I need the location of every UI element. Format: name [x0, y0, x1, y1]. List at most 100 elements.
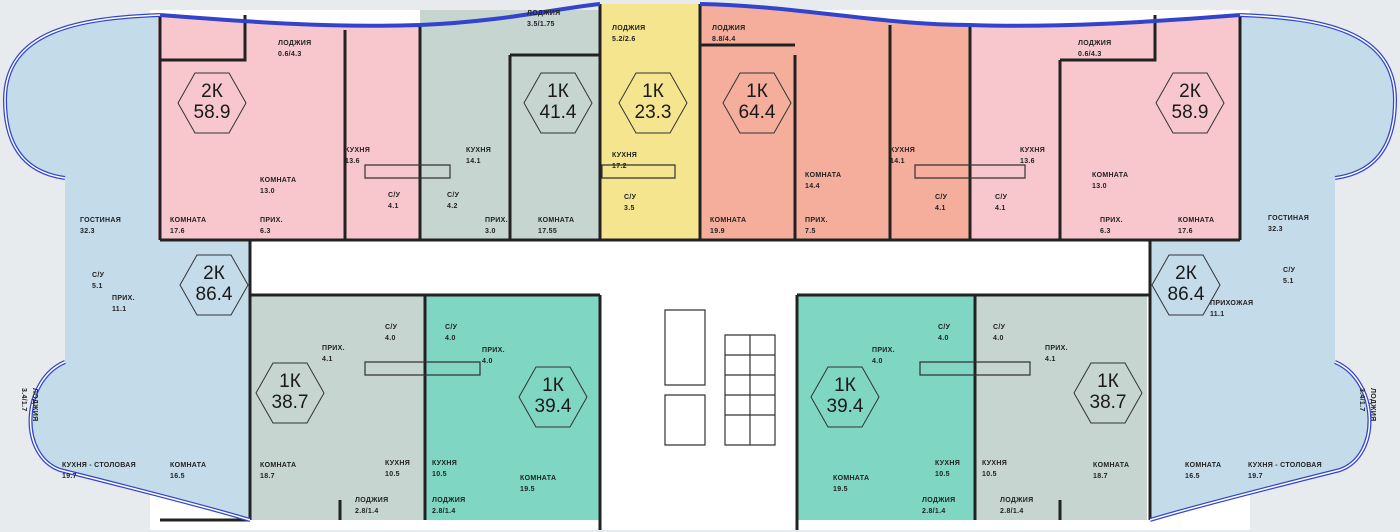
apartment-area: 86.4 — [195, 284, 233, 305]
room-area: 3.4/1.7 — [1358, 388, 1365, 412]
room-area: 4.0 — [385, 335, 396, 342]
room-area: 10.5 — [935, 471, 950, 478]
walls — [158, 4, 1242, 530]
hexagon-icon — [518, 366, 588, 428]
room-area: 14.1 — [466, 158, 481, 165]
apartment-area-2k-58-left — [158, 15, 420, 240]
apartment-type: 1К — [547, 81, 569, 102]
room-name: ГОСТИНАЯ — [1268, 215, 1310, 222]
room-area: 0.6/4.3 — [1078, 51, 1102, 58]
room-label: ПРИХ.4.1 — [322, 343, 345, 365]
room-area: 32.3 — [1268, 226, 1283, 233]
room-label: ПРИХ.6.3 — [1100, 215, 1123, 237]
room-area: 4.2 — [447, 203, 458, 210]
room-area: 11.1 — [112, 306, 127, 313]
room-label: ЛОДЖИЯ 0.6/4.3 — [1078, 38, 1111, 60]
room-name: КОМНАТА — [260, 462, 297, 469]
hexagon-icon — [722, 72, 792, 134]
room-name: КУХНЯ — [890, 147, 916, 154]
room-name: КОМНАТА — [170, 217, 207, 224]
hexagon-icon — [1151, 254, 1221, 316]
apartment-area-left-2k — [5, 15, 250, 520]
room-area: 13.6 — [345, 158, 360, 165]
room-name: ЛОДЖИЯ — [527, 10, 561, 17]
room-area: 2.8/1.4 — [432, 508, 456, 515]
room-name: КОМНАТА — [170, 462, 207, 469]
apartment-area: 23.3 — [634, 102, 672, 123]
room-name: ПРИХ. — [485, 217, 508, 224]
room-label: ПРИХ.4.1 — [1045, 343, 1068, 365]
room-area: 4.0 — [872, 358, 883, 365]
room-area: 0.6/4.3 — [278, 51, 302, 58]
room-name: ЛОДЖИЯ — [612, 25, 646, 32]
room-area: 14.4 — [805, 183, 820, 190]
room-name: КОМНАТА — [1093, 462, 1130, 469]
apartment-type: 1К — [746, 81, 768, 102]
room-area: 3.5/1.75 — [527, 21, 555, 28]
room-area: 10.5 — [385, 471, 400, 478]
room-area: 4.1 — [322, 356, 333, 363]
room-area: 13.0 — [1092, 183, 1107, 190]
hexagon-icon — [177, 72, 247, 134]
room-area: 4.1 — [388, 203, 399, 210]
room-area: 13.6 — [1020, 158, 1035, 165]
room-area: 4.0 — [938, 335, 949, 342]
apartment-area: 38.7 — [1089, 392, 1127, 413]
room-name: С/У — [995, 194, 1008, 201]
room-area: 16.5 — [170, 473, 185, 480]
hexagon-icon — [255, 362, 325, 424]
room-label: ПРИХ. 4.0 — [872, 345, 895, 367]
apartment-area: 86.4 — [1167, 284, 1205, 305]
room-area: 19.7 — [1248, 473, 1263, 480]
apartment-area: 39.4 — [534, 396, 572, 417]
room-name: С/У — [1283, 267, 1296, 274]
room-name: КОМНАТА — [260, 177, 297, 184]
room-area: 4.0 — [482, 358, 493, 365]
room-area: 3.5 — [624, 205, 635, 212]
apartment-type: 2К — [201, 81, 223, 102]
room-name: С/У — [993, 324, 1006, 331]
room-area: 13.0 — [260, 188, 275, 195]
room-name: КУХНЯ — [345, 147, 371, 154]
room-name: ПРИХ. — [872, 347, 895, 354]
apartment-type: 2К — [203, 263, 225, 284]
room-area: 14.1 — [890, 158, 905, 165]
room-area: 3.4/1.7 — [20, 388, 27, 412]
room-area: 2.8/1.4 — [355, 508, 379, 515]
room-name: КУХНЯ - СТОЛОВАЯ — [1248, 462, 1322, 469]
room-name: ПРИХ. — [1100, 217, 1123, 224]
room-area: 4.0 — [993, 335, 1004, 342]
room-label: ПРИХ.7.5 — [805, 215, 828, 237]
room-label: КУХНЯ - СТОЛОВАЯ 19.7 — [1248, 460, 1322, 482]
room-name: С/У — [445, 324, 458, 331]
room-label: КУХНЯ 14.1 — [890, 145, 915, 167]
room-name: ЛОДЖИЯ — [1078, 40, 1112, 47]
room-area: 4.1 — [935, 205, 946, 212]
room-area: 10.5 — [982, 471, 997, 478]
